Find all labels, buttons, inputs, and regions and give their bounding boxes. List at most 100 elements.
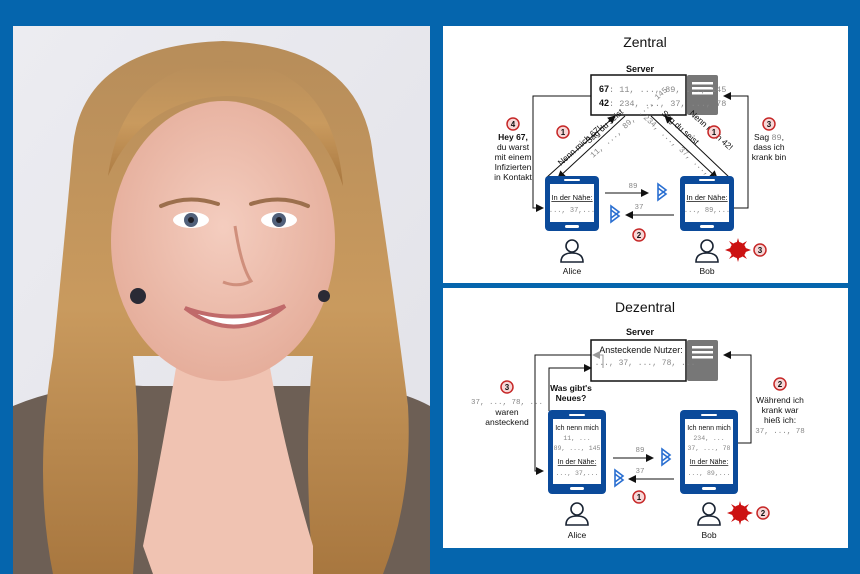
upload-arrow: [723, 351, 752, 444]
svg-text:3: 3: [767, 120, 772, 129]
server-row-42: 42: 234, ..., 37, ..., 78: [599, 98, 726, 109]
server-values: ..., 37, ..., 78, ...: [595, 359, 696, 368]
dezentral-diagram: Dezentral Server Ansteckende Nutzer: ...…: [443, 288, 848, 548]
svg-text:mit einem: mit einem: [495, 152, 532, 162]
broadcast-in-value: 37: [634, 204, 643, 212]
svg-text:Infizierten: Infizierten: [495, 162, 532, 172]
assign-arrow-right: [650, 115, 718, 179]
nearby-value: ..., 89,...: [688, 470, 731, 477]
bob-label: Bob: [701, 530, 716, 540]
server-box: [590, 74, 687, 116]
response-arrow: [534, 354, 591, 475]
step-badge-4: 4: [506, 117, 520, 131]
svg-text:3: 3: [505, 383, 510, 392]
name-values: 37, ..., 78: [688, 445, 731, 452]
name-label: Ich nenn mich: [687, 425, 731, 432]
step-badge-1-right: 1: [707, 125, 721, 139]
svg-text:4: 4: [511, 120, 516, 129]
alice-label: Alice: [563, 266, 582, 276]
svg-text:37, ..., 78: 37, ..., 78: [755, 428, 805, 436]
response-inner-arrow: [592, 351, 604, 368]
step-badge-3: 3: [762, 117, 776, 131]
alice-user-icon: [560, 239, 584, 263]
bluetooth-icon: [661, 447, 672, 467]
zentral-title: Zentral: [623, 34, 667, 50]
bob-user-icon: [697, 502, 721, 526]
server-heading: Ansteckende Nutzer:: [599, 345, 683, 355]
virus-icon: [727, 501, 753, 525]
svg-text:ansteckend: ansteckend: [485, 417, 529, 427]
alice-label: Alice: [568, 530, 587, 540]
virus-icon: [725, 238, 751, 262]
nearby-value: ..., 37,...: [556, 470, 599, 477]
svg-text:37, ..., 78, ...: 37, ..., 78, ...: [471, 399, 543, 407]
notify-text: Hey 67, du warst mit einem Infizierten i…: [494, 132, 532, 182]
svg-text:2: 2: [761, 509, 766, 518]
register-arrow-left: [545, 115, 616, 179]
zentral-diagram: Zentral Server 67: 11, ..., 89, ..., 145…: [443, 26, 848, 283]
nearby-heading: In der Nähe:: [551, 193, 592, 202]
query-text: Was gibt's Neues?: [550, 383, 592, 403]
svg-text:waren: waren: [494, 407, 518, 417]
portrait-illustration: [13, 26, 430, 574]
server-row-67: 67: 11, ..., 89, ..., 145: [599, 84, 726, 95]
svg-text:hieß ich:: hieß ich:: [764, 415, 796, 425]
server-box: [590, 339, 687, 382]
dezentral-title: Dezentral: [615, 299, 675, 315]
svg-text:2: 2: [778, 380, 783, 389]
broadcast-out-value: 89: [628, 183, 637, 191]
nearby-value: ..., 37,...: [549, 207, 595, 215]
broadcast-out-value: 89: [635, 447, 644, 455]
assign-arrow-left: [557, 115, 626, 179]
svg-text:du warst: du warst: [497, 142, 530, 152]
register-arrow-right: [664, 115, 731, 179]
alice-phone: In der Nähe: ..., 37,...: [545, 176, 599, 231]
svg-text:3: 3: [758, 246, 763, 255]
query-arrow: [548, 364, 592, 411]
server-stack-icon: [687, 340, 718, 381]
step-badge-1-left: 1: [556, 125, 570, 139]
nearby-heading: In der Nähe:: [558, 459, 597, 466]
portrait-photo: [13, 26, 430, 574]
server-label: Server: [626, 327, 655, 337]
report-arrow: [723, 92, 749, 209]
svg-text:Sag 89,: Sag 89,: [754, 132, 784, 143]
alice-user-icon: [565, 502, 589, 526]
bob-label: Bob: [699, 266, 714, 276]
svg-text:Während ich: Während ich: [756, 395, 804, 405]
bob-phone: In der Nähe: ..., 89,...: [680, 176, 734, 231]
broadcast-in-value: 37: [635, 468, 644, 476]
infected-text: 37, ..., 78, ... waren ansteckend: [471, 399, 543, 427]
svg-text:krank war: krank war: [762, 405, 799, 415]
alice-phone: Ich nenn mich 11, ... 89, ..., 145 In de…: [548, 410, 606, 494]
report-text: Sag 89, dass ich krank bin: [752, 132, 787, 162]
upload-text: Während ich krank war hieß ich: 37, ...,…: [755, 395, 805, 436]
nearby-value: ..., 89,...: [684, 207, 730, 215]
bob-phone: Ich nenn mich 234, ... 37, ..., 78 In de…: [680, 410, 738, 494]
nearby-heading: In der Nähe:: [686, 193, 727, 202]
server-label: Server: [626, 64, 655, 74]
svg-text:Hey 67,: Hey 67,: [498, 132, 528, 142]
svg-text:in Kontakt: in Kontakt: [494, 172, 532, 182]
svg-text:1: 1: [637, 493, 642, 502]
name-values: 234, ...: [693, 435, 724, 442]
step-badge-2-infection: 2: [756, 506, 770, 520]
svg-text:1: 1: [712, 128, 717, 137]
step-badge-2: 2: [632, 228, 646, 242]
server-stack-icon: [687, 75, 718, 115]
bluetooth-icon: [610, 204, 621, 224]
bluetooth-icon: [614, 468, 625, 488]
svg-text:krank bin: krank bin: [752, 152, 787, 162]
name-values: 11, ...: [563, 435, 590, 442]
svg-text:Was gibt's: Was gibt's: [550, 383, 592, 393]
bob-user-icon: [695, 239, 719, 263]
step-badge-1: 1: [632, 490, 646, 504]
step-badge-3-infection: 3: [753, 243, 767, 257]
svg-text:1: 1: [561, 128, 566, 137]
step-badge-2: 2: [773, 377, 787, 391]
svg-text:Neues?: Neues?: [556, 393, 587, 403]
name-values: 89, ..., 145: [554, 445, 601, 452]
notify-arrow: [532, 95, 591, 212]
nearby-heading: In der Nähe:: [690, 459, 729, 466]
step-badge-3: 3: [500, 380, 514, 394]
